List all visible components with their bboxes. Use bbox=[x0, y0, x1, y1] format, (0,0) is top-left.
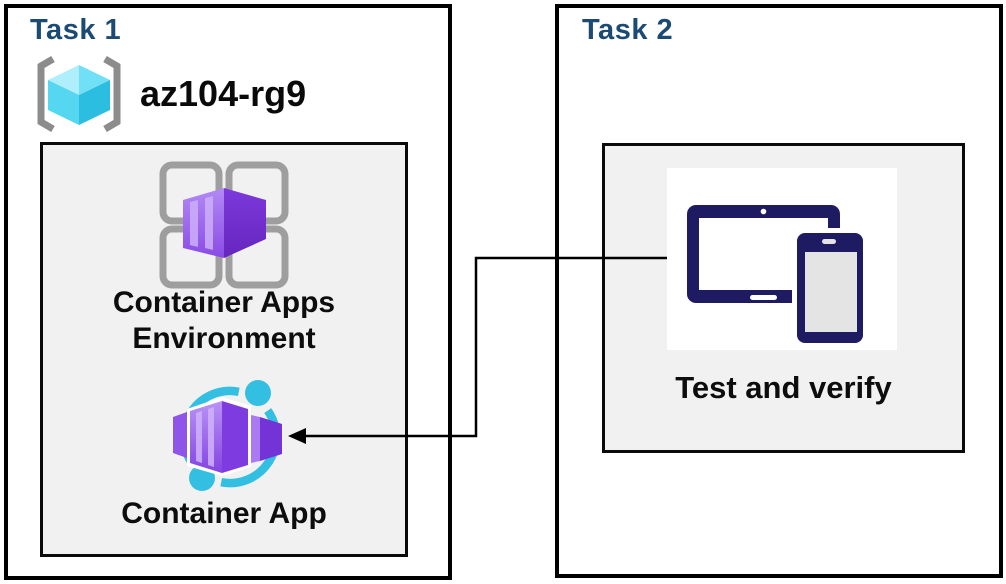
container-apps-environment-label: Container Apps Environment bbox=[112, 286, 336, 355]
task1-title: Task 1 bbox=[30, 14, 122, 46]
task1-box: Task 1 az104-rg9 bbox=[4, 4, 452, 580]
task1-panel: Container Apps Environment bbox=[40, 142, 408, 557]
task2-title: Task 2 bbox=[582, 14, 674, 46]
test-icon-card bbox=[667, 168, 897, 350]
task2-box: Task 2 Test and verify bbox=[555, 4, 1003, 578]
devices-icon bbox=[687, 205, 868, 348]
resource-group: az104-rg9 bbox=[34, 56, 306, 132]
container-app-label: Container App bbox=[121, 497, 327, 530]
resource-group-name: az104-rg9 bbox=[140, 73, 307, 114]
test-and-verify-label: Test and verify bbox=[675, 370, 892, 405]
task2-panel: Test and verify bbox=[602, 143, 965, 453]
container-apps-environment-icon bbox=[159, 161, 289, 289]
container-app-icon bbox=[173, 380, 282, 491]
resource-group-icon bbox=[37, 56, 121, 132]
